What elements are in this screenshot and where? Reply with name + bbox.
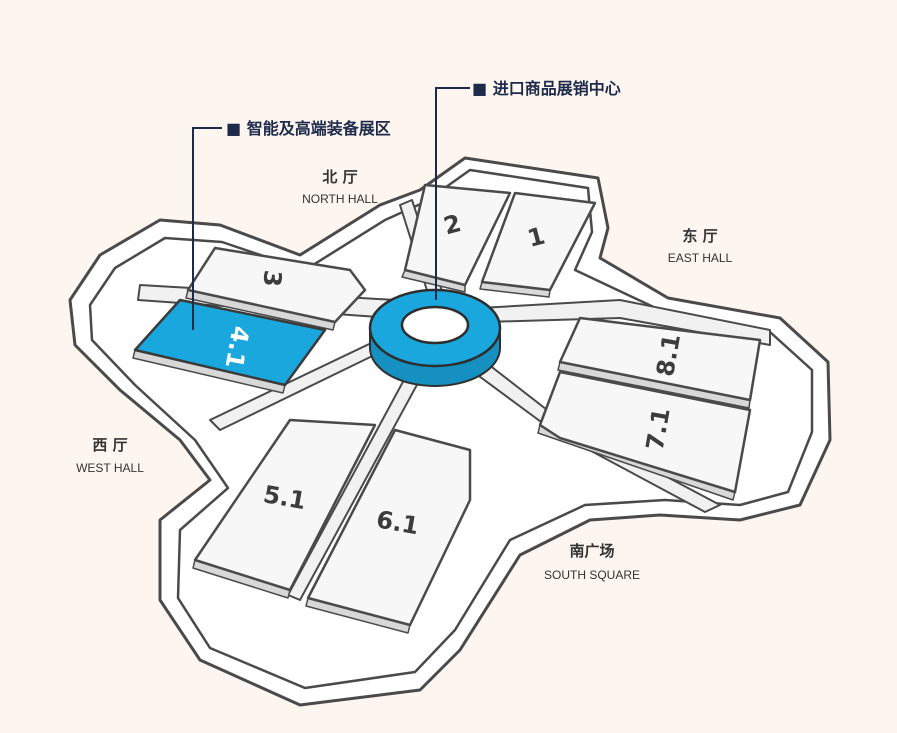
north-hall-en: NORTH HALL — [302, 192, 378, 206]
hall-3-label: 3 — [257, 269, 286, 288]
south-square-zh: 南广场 — [569, 542, 614, 560]
south-square-en: SOUTH SQUARE — [544, 568, 640, 582]
hall-1-label: 1 — [525, 221, 548, 252]
east-hall-zh: 东 厅 — [682, 227, 717, 245]
hall-8-1[interactable]: 8.1 — [557, 316, 762, 409]
import-center-callout: ■ 进口商品展销中心 — [472, 79, 621, 98]
hall-2[interactable]: 2 — [401, 183, 512, 293]
west-hall-en: WEST HALL — [76, 461, 144, 475]
import-center-ring[interactable] — [368, 288, 502, 387]
west-hall-zh: 西 厅 — [92, 436, 127, 454]
smart-zone-callout: ■ 智能及高端装备展区 — [226, 119, 391, 138]
hall-5-1[interactable]: 5.1 — [192, 418, 377, 599]
hall-4-1[interactable]: 4.1 — [132, 298, 327, 394]
hall-1[interactable]: 1 — [479, 191, 597, 298]
hall-2-label: 2 — [441, 209, 464, 240]
hall-7-1[interactable]: 7.1 — [537, 370, 752, 501]
east-hall-en: EAST HALL — [668, 251, 733, 265]
smart-zone-leader — [192, 127, 222, 330]
north-hall-zh: 北 厅 — [322, 168, 357, 186]
import-center-leader — [435, 87, 470, 300]
hall-3[interactable]: 3 — [185, 246, 367, 331]
hall-6-1[interactable]: 6.1 — [305, 428, 472, 634]
